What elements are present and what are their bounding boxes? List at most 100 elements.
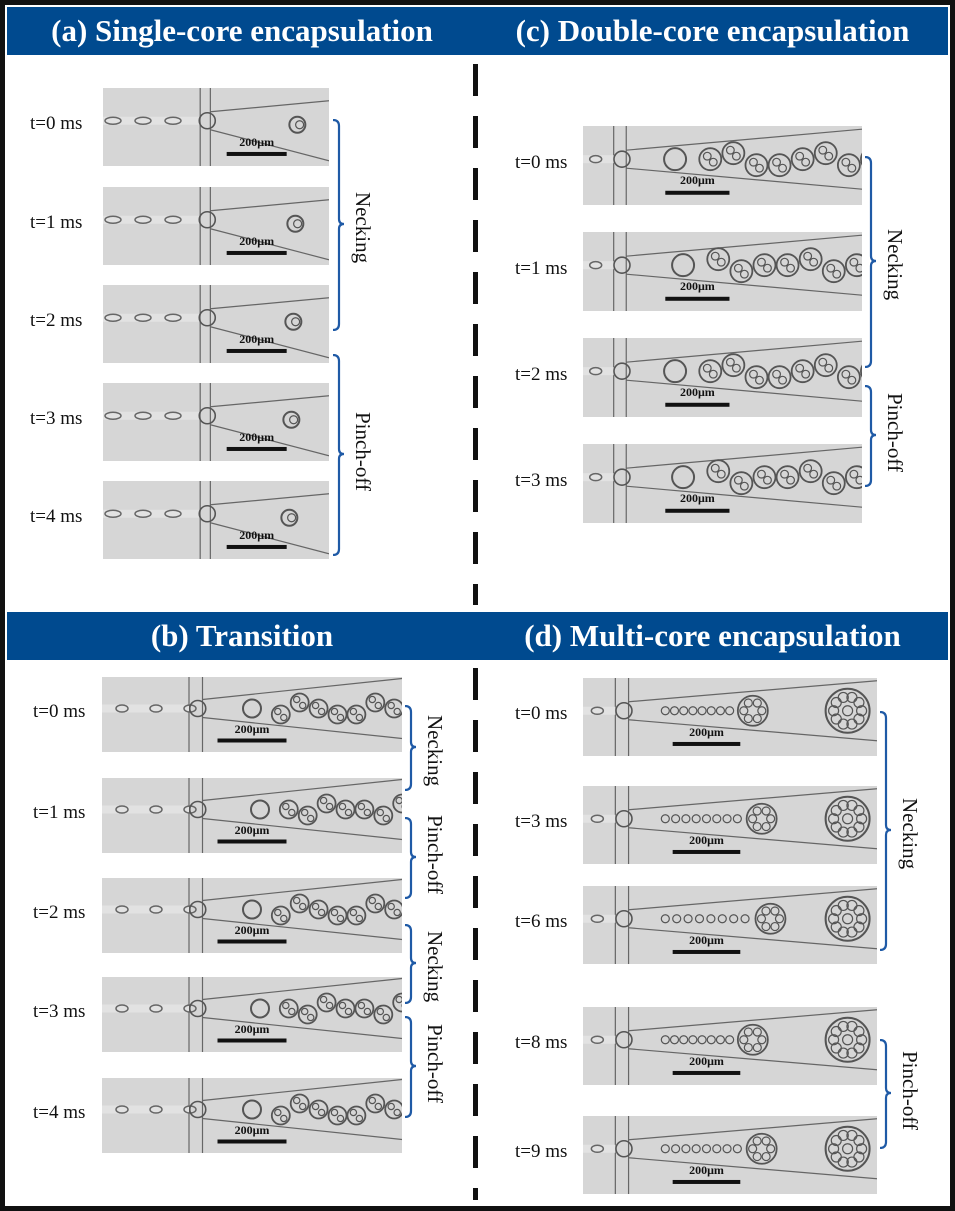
inlet-stream [583, 1035, 616, 1044]
channel-wall [210, 100, 329, 113]
forming-droplet [615, 1139, 633, 1158]
panel-divider-dash [473, 1136, 478, 1168]
core [774, 914, 785, 924]
core [818, 357, 828, 367]
encapsulated-droplet [721, 353, 746, 378]
core [282, 802, 290, 811]
core [733, 475, 743, 485]
core [832, 269, 842, 279]
scale-bar-label: 200μm [239, 134, 275, 149]
time-label: t=6 ms [515, 911, 568, 932]
core [722, 814, 732, 824]
forming-multicore-droplet [754, 902, 787, 935]
panel-divider-dash [473, 272, 478, 304]
panel-b-frame-image: 200μm [102, 878, 402, 953]
channel-wall [628, 1157, 877, 1180]
core [712, 1144, 722, 1154]
core [710, 463, 720, 473]
scale-bar [217, 1038, 287, 1043]
phase-label: Necking [351, 191, 375, 263]
scale-bar-label: 200μm [239, 429, 275, 444]
forming-droplet [188, 999, 207, 1018]
core [338, 1001, 347, 1010]
scale-bar [665, 402, 730, 407]
core [376, 1007, 385, 1016]
scale-bar-label: 200μm [234, 722, 270, 736]
encapsulated-droplet [821, 471, 846, 496]
encapsulated-droplet [242, 899, 262, 920]
time-label: t=2 ms [30, 310, 83, 331]
scale-bar-label: 200μm [239, 331, 275, 346]
micrograph [583, 1116, 877, 1194]
phase-brace [879, 1039, 892, 1149]
encapsulated-droplet [346, 1105, 367, 1126]
scale-bar-label: 200μm [689, 1162, 724, 1177]
forming-multicore-droplet [736, 1023, 769, 1056]
multicore-droplet [824, 795, 871, 842]
encapsulated-droplet [798, 459, 823, 484]
encapsulated-droplet [278, 998, 299, 1019]
forming-droplet [615, 1030, 633, 1049]
channel-wall [210, 522, 329, 555]
core-droplet [115, 1004, 129, 1013]
core [280, 713, 288, 722]
core [274, 908, 282, 917]
panel-divider-dash [473, 64, 478, 96]
inlet-stream [583, 1144, 616, 1153]
core [855, 475, 862, 485]
time-label: t=3 ms [515, 469, 568, 491]
micrograph [583, 678, 877, 756]
core [856, 705, 868, 717]
core [660, 1144, 670, 1154]
core [363, 808, 372, 817]
phase-brace [404, 817, 417, 899]
forming-droplet [188, 1100, 207, 1119]
panel-divider-dash [473, 980, 478, 1012]
core [295, 120, 305, 130]
core [786, 263, 796, 273]
core [681, 814, 691, 824]
core [828, 1034, 840, 1046]
core [287, 513, 297, 523]
channel-wall [626, 446, 862, 469]
encapsulated-droplet [721, 141, 746, 166]
core [786, 475, 796, 485]
core-droplet [590, 706, 605, 716]
scale-bar-label: 200μm [234, 1022, 270, 1036]
channel-wall [202, 1117, 402, 1141]
channel-wall [202, 878, 402, 902]
panel-divider-dash [473, 928, 478, 960]
channel-wall [202, 977, 402, 1001]
core [853, 904, 865, 917]
core [795, 363, 805, 373]
core-droplet [134, 509, 152, 519]
encapsulated-droplet [250, 799, 270, 820]
core [830, 713, 842, 725]
encapsulated-droplet [821, 259, 846, 284]
core [856, 813, 868, 825]
core [752, 1042, 762, 1053]
channel-wall [202, 716, 402, 740]
micrograph [102, 878, 402, 953]
panel-b-frame-image: 200μm [102, 677, 402, 752]
scale-bar [226, 446, 287, 451]
core [732, 1144, 742, 1154]
core [374, 1102, 383, 1111]
core [841, 369, 851, 379]
core [306, 814, 315, 823]
time-label: t=4 ms [33, 1101, 86, 1123]
core [660, 1035, 670, 1045]
core [701, 814, 712, 824]
core-droplet [115, 905, 129, 914]
forming-droplet [188, 800, 207, 819]
panel-a-frame-image: 200μm [103, 88, 329, 166]
encapsulated-droplet [280, 508, 299, 527]
core [841, 157, 851, 167]
phase-label: Necking [423, 714, 447, 786]
encapsulated-droplet [242, 1099, 262, 1120]
encapsulated-droplet [288, 115, 307, 134]
core [317, 707, 326, 716]
core [306, 1013, 315, 1022]
time-label: t=4 ms [30, 506, 83, 527]
time-label: t=1 ms [515, 257, 568, 279]
